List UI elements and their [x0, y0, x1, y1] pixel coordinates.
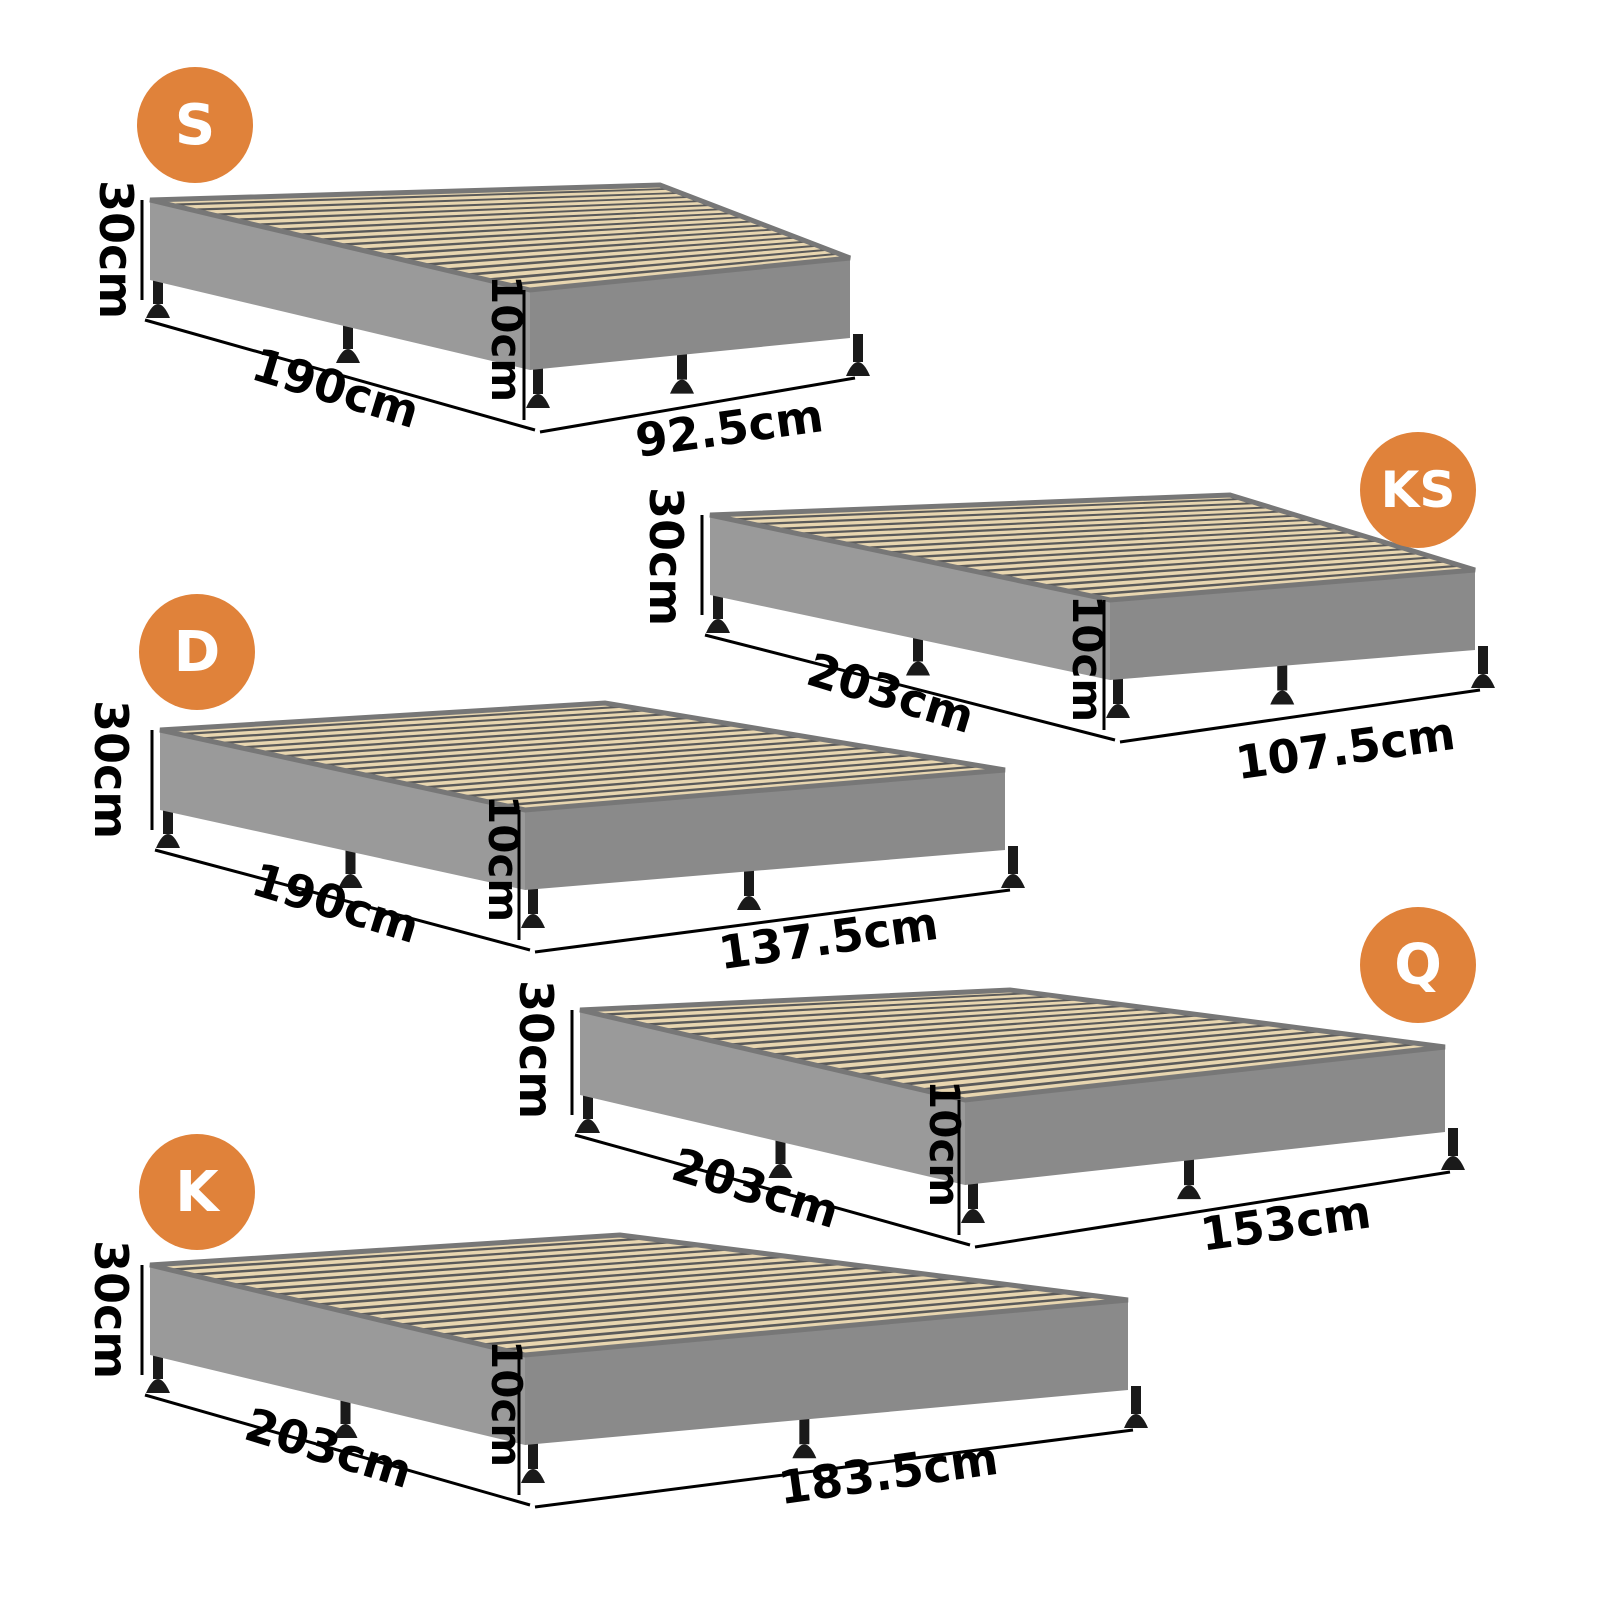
leg-icon: [799, 1416, 810, 1445]
base-height-dimension-label: 10cm: [482, 1340, 531, 1468]
leg-icon: [744, 868, 754, 896]
leg-icon: [1113, 676, 1123, 704]
leg-icon: [153, 276, 163, 304]
size-badge: D: [139, 594, 255, 710]
leg-icon: [1277, 662, 1288, 691]
leg-icon: [533, 366, 543, 394]
size-label: K: [175, 1159, 219, 1225]
size-label: S: [174, 92, 216, 158]
size-badge: S: [137, 67, 253, 183]
leg-icon: [583, 1091, 593, 1119]
height-dimension-label: 30cm: [84, 1240, 138, 1380]
leg-icon: [1448, 1128, 1458, 1156]
leg-icon: [153, 1351, 163, 1379]
leg-icon: [1131, 1386, 1141, 1414]
leg-icon: [853, 334, 863, 362]
leg-icon: [528, 886, 538, 914]
leg-icon: [343, 321, 353, 349]
size-label: KS: [1380, 461, 1456, 519]
leg-icon: [775, 1136, 786, 1164]
leg-icon: [968, 1181, 978, 1209]
leg-icon: [163, 806, 173, 834]
leg-icon: [345, 846, 356, 874]
size-badge: KS: [1360, 432, 1476, 548]
leg-icon: [913, 633, 923, 662]
leg-icon: [677, 351, 687, 380]
leg-icon: [340, 1396, 351, 1424]
leg-icon: [1478, 646, 1488, 674]
size-label: Q: [1394, 932, 1442, 998]
leg-icon: [528, 1441, 538, 1469]
size-badge: Q: [1360, 907, 1476, 1023]
size-label: D: [173, 619, 221, 685]
size-badge: K: [139, 1134, 255, 1250]
leg-icon: [1008, 846, 1018, 874]
leg-icon: [713, 591, 723, 619]
leg-icon: [1184, 1157, 1194, 1186]
